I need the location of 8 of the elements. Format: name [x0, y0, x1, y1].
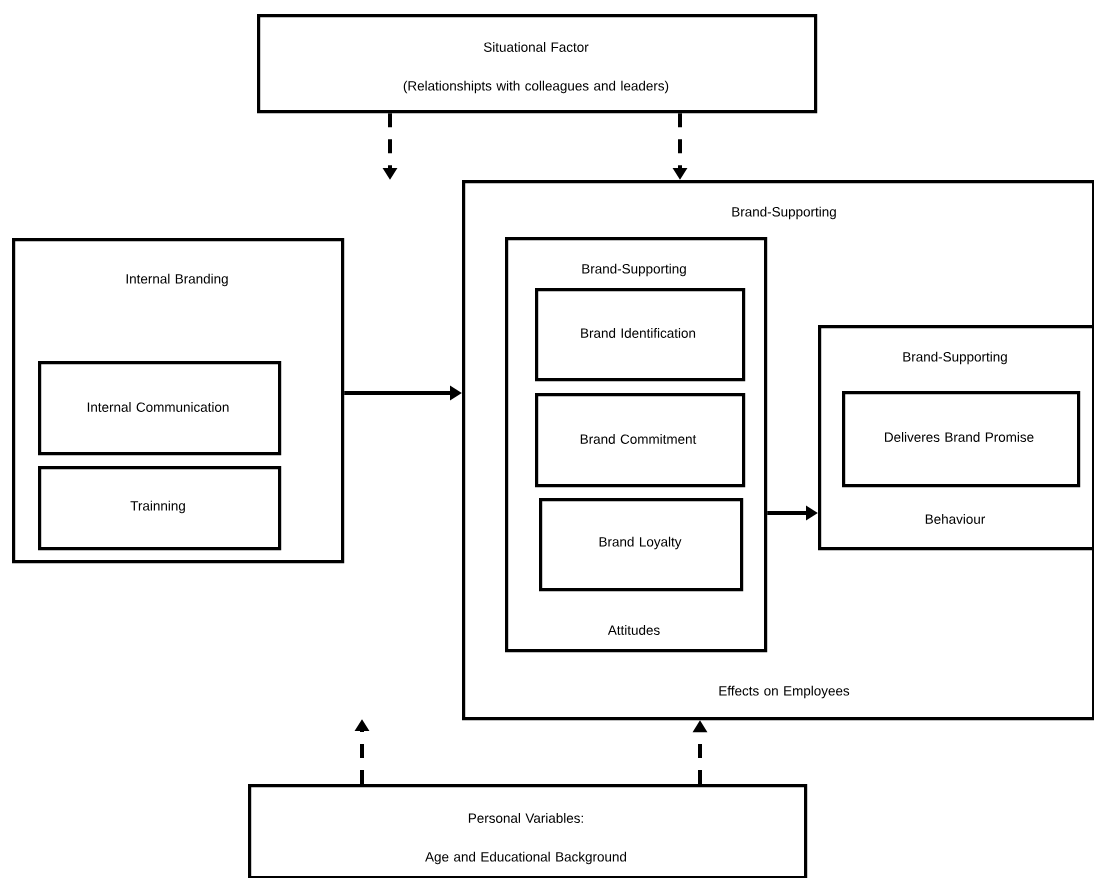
- factor-box: Situational Factor (Relationshipts with colleagues and leaders): [257, 14, 818, 114]
- process-box: Brand Identification: [535, 288, 746, 382]
- process-box: Trainning: [38, 466, 282, 551]
- process-box: Brand Commitment: [535, 393, 746, 488]
- process-box: Deliveres Brand Promise: [842, 391, 1081, 488]
- process-box: Brand Loyalty: [539, 498, 744, 592]
- process-box: Internal Communication: [38, 361, 282, 456]
- factor-box: Personal Variables: Age and Educational Background: [248, 784, 808, 878]
